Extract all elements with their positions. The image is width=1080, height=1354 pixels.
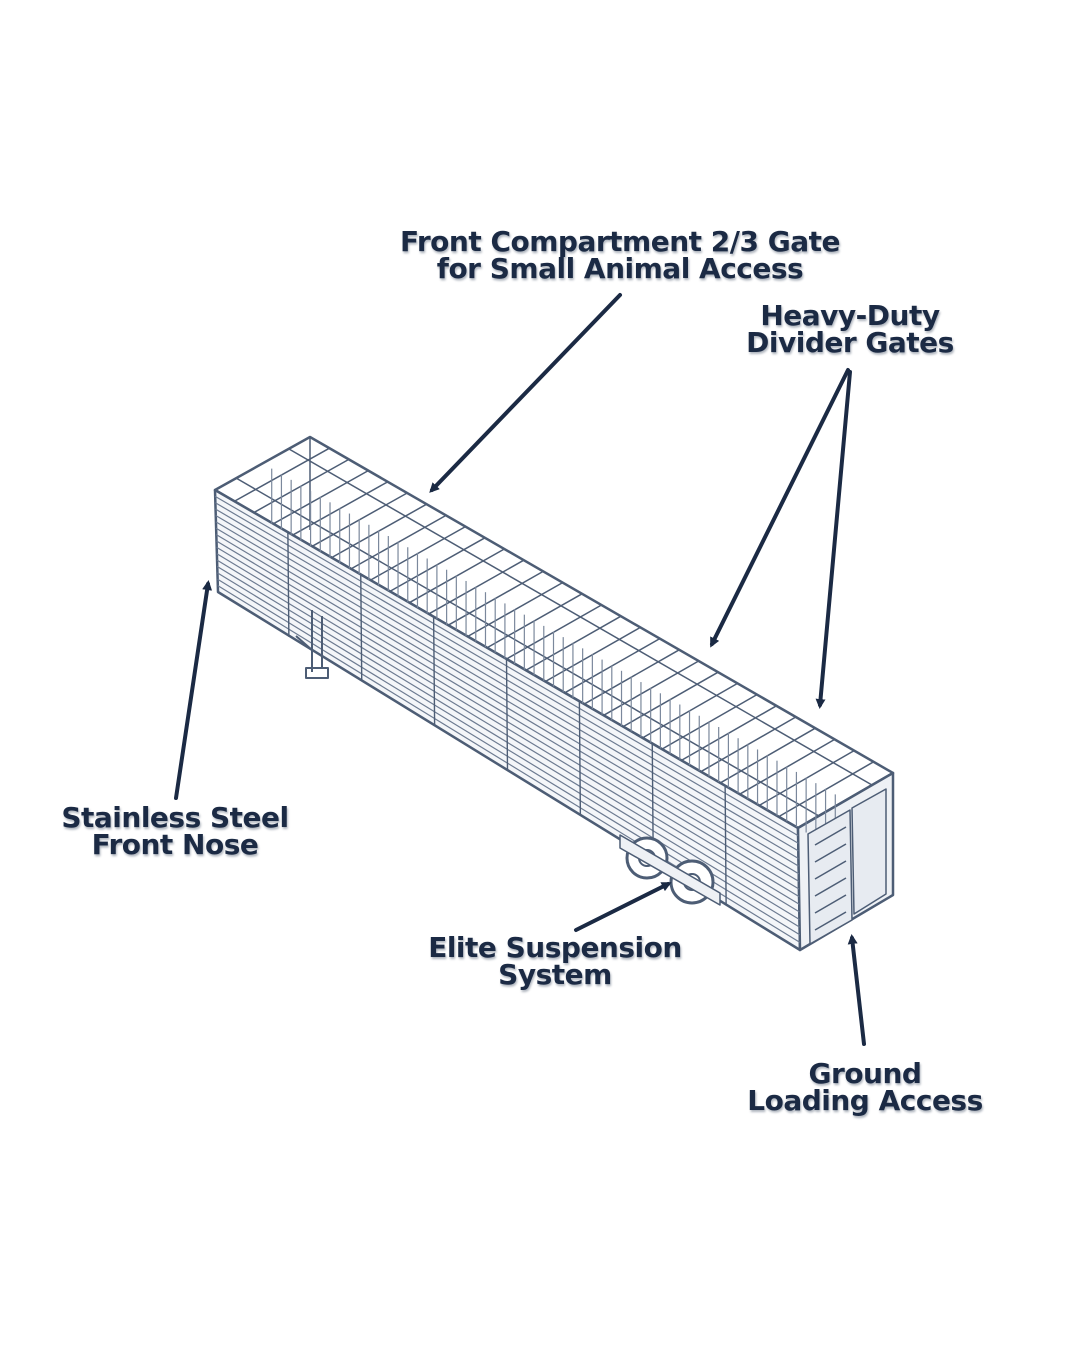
arrow-front-gate — [429, 293, 622, 493]
callout-divider-gates: Heavy-Duty Divider Gates — [710, 299, 990, 359]
side-post — [724, 785, 727, 906]
side-post — [287, 532, 290, 637]
roof-rail — [235, 477, 820, 817]
side-posts — [287, 532, 727, 906]
arrow-front-nose — [174, 580, 213, 800]
callout-line: Divider Gates — [746, 326, 954, 359]
roof-crossbars — [214, 436, 894, 829]
arrow-divider-gate-1 — [710, 368, 850, 648]
side-post — [505, 658, 509, 772]
callout-line: Heavy-Duty — [760, 299, 940, 332]
side-post — [578, 701, 582, 816]
callout-line: System — [498, 958, 612, 991]
roof-rail — [288, 448, 873, 786]
callout-line: Ground — [808, 1057, 922, 1090]
arrow-suspension — [574, 882, 672, 932]
side-slat — [216, 546, 800, 898]
callout-line: Loading Access — [747, 1084, 983, 1117]
side-post — [360, 574, 363, 682]
callout-line: Stainless Steel — [61, 801, 289, 834]
side-post — [432, 616, 436, 727]
side-slat — [216, 553, 800, 905]
rear-door — [807, 788, 887, 945]
side-slat — [216, 559, 800, 913]
roof-crossbar — [797, 772, 894, 829]
roof-crossbar — [214, 436, 311, 491]
callout-front-nose: Stainless Steel Front Nose — [30, 801, 320, 861]
side-slat — [216, 540, 800, 890]
arrow-divider-gate-2 — [815, 370, 852, 709]
arrow-ground-loading — [847, 934, 866, 1046]
callout-line: Elite Suspension — [428, 931, 682, 964]
tandem-wheels — [619, 834, 721, 906]
livestock-trailer-drawing — [213, 435, 895, 952]
callout-line: for Small Animal Access — [436, 252, 804, 285]
side-slat — [216, 565, 800, 921]
divider-gate-bars — [271, 468, 836, 850]
callout-line: Front Compartment 2/3 Gate — [400, 225, 840, 258]
callout-front-compartment-gate: Front Compartment 2/3 Gate for Small Ani… — [360, 225, 880, 285]
landing-gear — [295, 610, 329, 679]
callout-ground-loading: Ground Loading Access — [720, 1057, 1010, 1117]
callout-suspension: Elite Suspension System — [400, 931, 710, 991]
callout-line: Front Nose — [91, 828, 259, 861]
callout-arrows — [174, 293, 866, 1046]
